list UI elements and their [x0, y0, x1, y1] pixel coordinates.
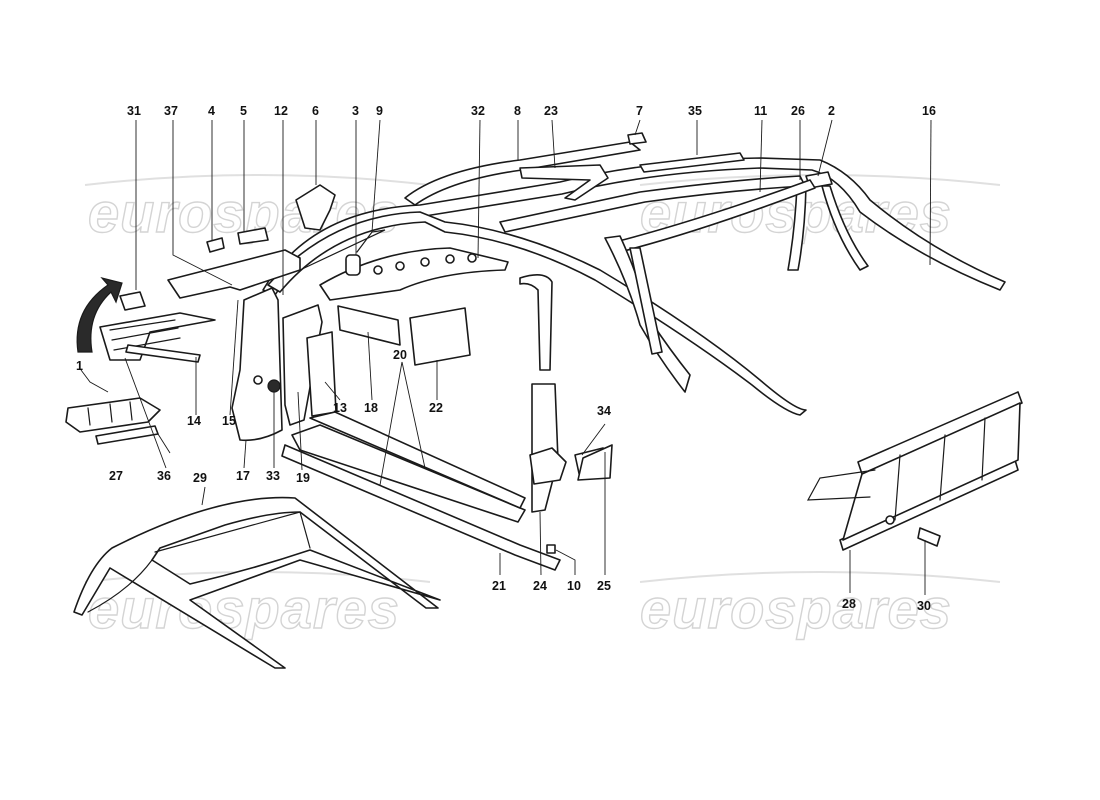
part-17-inner-wing — [231, 287, 283, 442]
cowl-hole-1 — [373, 265, 383, 275]
part-36-ribs — [109, 319, 181, 351]
part-4-bracket — [206, 237, 225, 253]
callout-34: 34 — [597, 404, 611, 418]
part-26-pillar-b — [821, 185, 869, 271]
cowl-hole-5 — [467, 253, 477, 263]
part-23-panel — [519, 164, 609, 201]
part-11-lower-rail — [614, 179, 816, 253]
callout-10: 10 — [567, 579, 581, 593]
roof-frame — [262, 132, 1006, 416]
callout-37: 37 — [164, 104, 178, 118]
part-6-plate — [295, 184, 336, 231]
cowl-hole-2 — [395, 261, 405, 271]
part-18-plate — [337, 305, 401, 346]
part-17-hole — [253, 375, 263, 385]
callout-36: 36 — [157, 469, 171, 483]
part-21-sill — [281, 444, 561, 571]
part-7-bracket — [627, 132, 647, 145]
part-25-plate — [577, 444, 613, 481]
callout-28: 28 — [842, 597, 856, 611]
part-5-bracket — [237, 227, 269, 245]
callout-35: 35 — [688, 104, 702, 118]
callout-17: 17 — [236, 469, 250, 483]
part-29-roof-panel — [73, 496, 441, 669]
part-1-detail — [87, 401, 133, 426]
callout-8: 8 — [514, 104, 521, 118]
cowl-hole-3 — [420, 257, 430, 267]
watermark-bottom-right: eurospares — [640, 577, 952, 640]
part-20-sill — [291, 424, 526, 523]
part-37-crossmember — [167, 249, 301, 299]
callout-19: 19 — [296, 471, 310, 485]
callout-4: 4 — [208, 104, 215, 118]
callout-22: 22 — [429, 401, 443, 415]
callout-29: 29 — [193, 471, 207, 485]
callout-9: 9 — [376, 104, 383, 118]
part-22-plate — [409, 307, 471, 366]
sill-parts — [281, 383, 613, 571]
part-14-rod — [125, 344, 201, 363]
callout-23: 23 — [544, 104, 558, 118]
part-28-rear-subframe — [806, 391, 1023, 551]
callout-31: 31 — [127, 104, 141, 118]
callout-20: 20 — [393, 348, 407, 362]
callout-18: 18 — [364, 401, 378, 415]
part-28-body — [842, 402, 1021, 541]
part-24-hinge — [529, 447, 567, 485]
cowl-hole-4 — [445, 254, 455, 264]
part-30-pin — [917, 527, 941, 547]
part-9-strut — [299, 229, 386, 271]
curved-pillar — [519, 274, 553, 371]
leader-lines — [80, 119, 932, 595]
part-31-pin — [119, 291, 146, 311]
callout-27: 27 — [109, 469, 123, 483]
part-28-hole — [885, 515, 895, 525]
callout-labels: 31 37 4 5 12 6 3 9 32 8 23 7 35 11 26 2 … — [76, 104, 936, 613]
part-3-grommet — [345, 254, 361, 276]
callout-12: 12 — [274, 104, 288, 118]
callout-32: 32 — [471, 104, 485, 118]
callout-1: 1 — [76, 359, 83, 373]
part-a-strip — [629, 247, 663, 355]
part-29-outline — [73, 496, 441, 669]
part-28-top-beam — [857, 391, 1023, 475]
callout-11: 11 — [754, 104, 767, 118]
part-33-grommet — [267, 379, 281, 393]
part-8-rail — [404, 141, 641, 206]
part-32-cowl-panel — [319, 247, 509, 301]
callout-25: 25 — [597, 579, 611, 593]
callout-3: 3 — [352, 104, 359, 118]
callout-26: 26 — [791, 104, 805, 118]
part-20-sill-b — [309, 411, 526, 509]
part-35-rail — [639, 152, 745, 173]
windscreen-arch — [267, 211, 807, 416]
part-10-clip — [546, 544, 556, 554]
callout-2: 2 — [828, 104, 835, 118]
part-28-ribs — [806, 417, 986, 521]
part-29-inner — [87, 511, 311, 613]
callout-33: 33 — [266, 469, 280, 483]
part-19-column — [282, 304, 323, 426]
part-13-plate — [306, 331, 337, 417]
rotate-arrow-icon — [76, 276, 123, 353]
callout-13: 13 — [333, 401, 347, 415]
watermark-bottom-left: eurospares — [88, 577, 400, 640]
callout-15: 15 — [222, 414, 236, 428]
callout-30: 30 — [917, 599, 931, 613]
callout-7: 7 — [636, 104, 643, 118]
front-left-parts — [65, 184, 471, 445]
callout-5: 5 — [240, 104, 247, 118]
callout-6: 6 — [312, 104, 319, 118]
callout-21: 21 — [492, 579, 506, 593]
callout-24: 24 — [533, 579, 547, 593]
callout-16: 16 — [922, 104, 936, 118]
part-26-pillar — [787, 185, 807, 271]
callout-14: 14 — [187, 414, 201, 428]
part-24-post — [531, 383, 559, 513]
watermark-top-left: eurospares — [88, 181, 400, 244]
